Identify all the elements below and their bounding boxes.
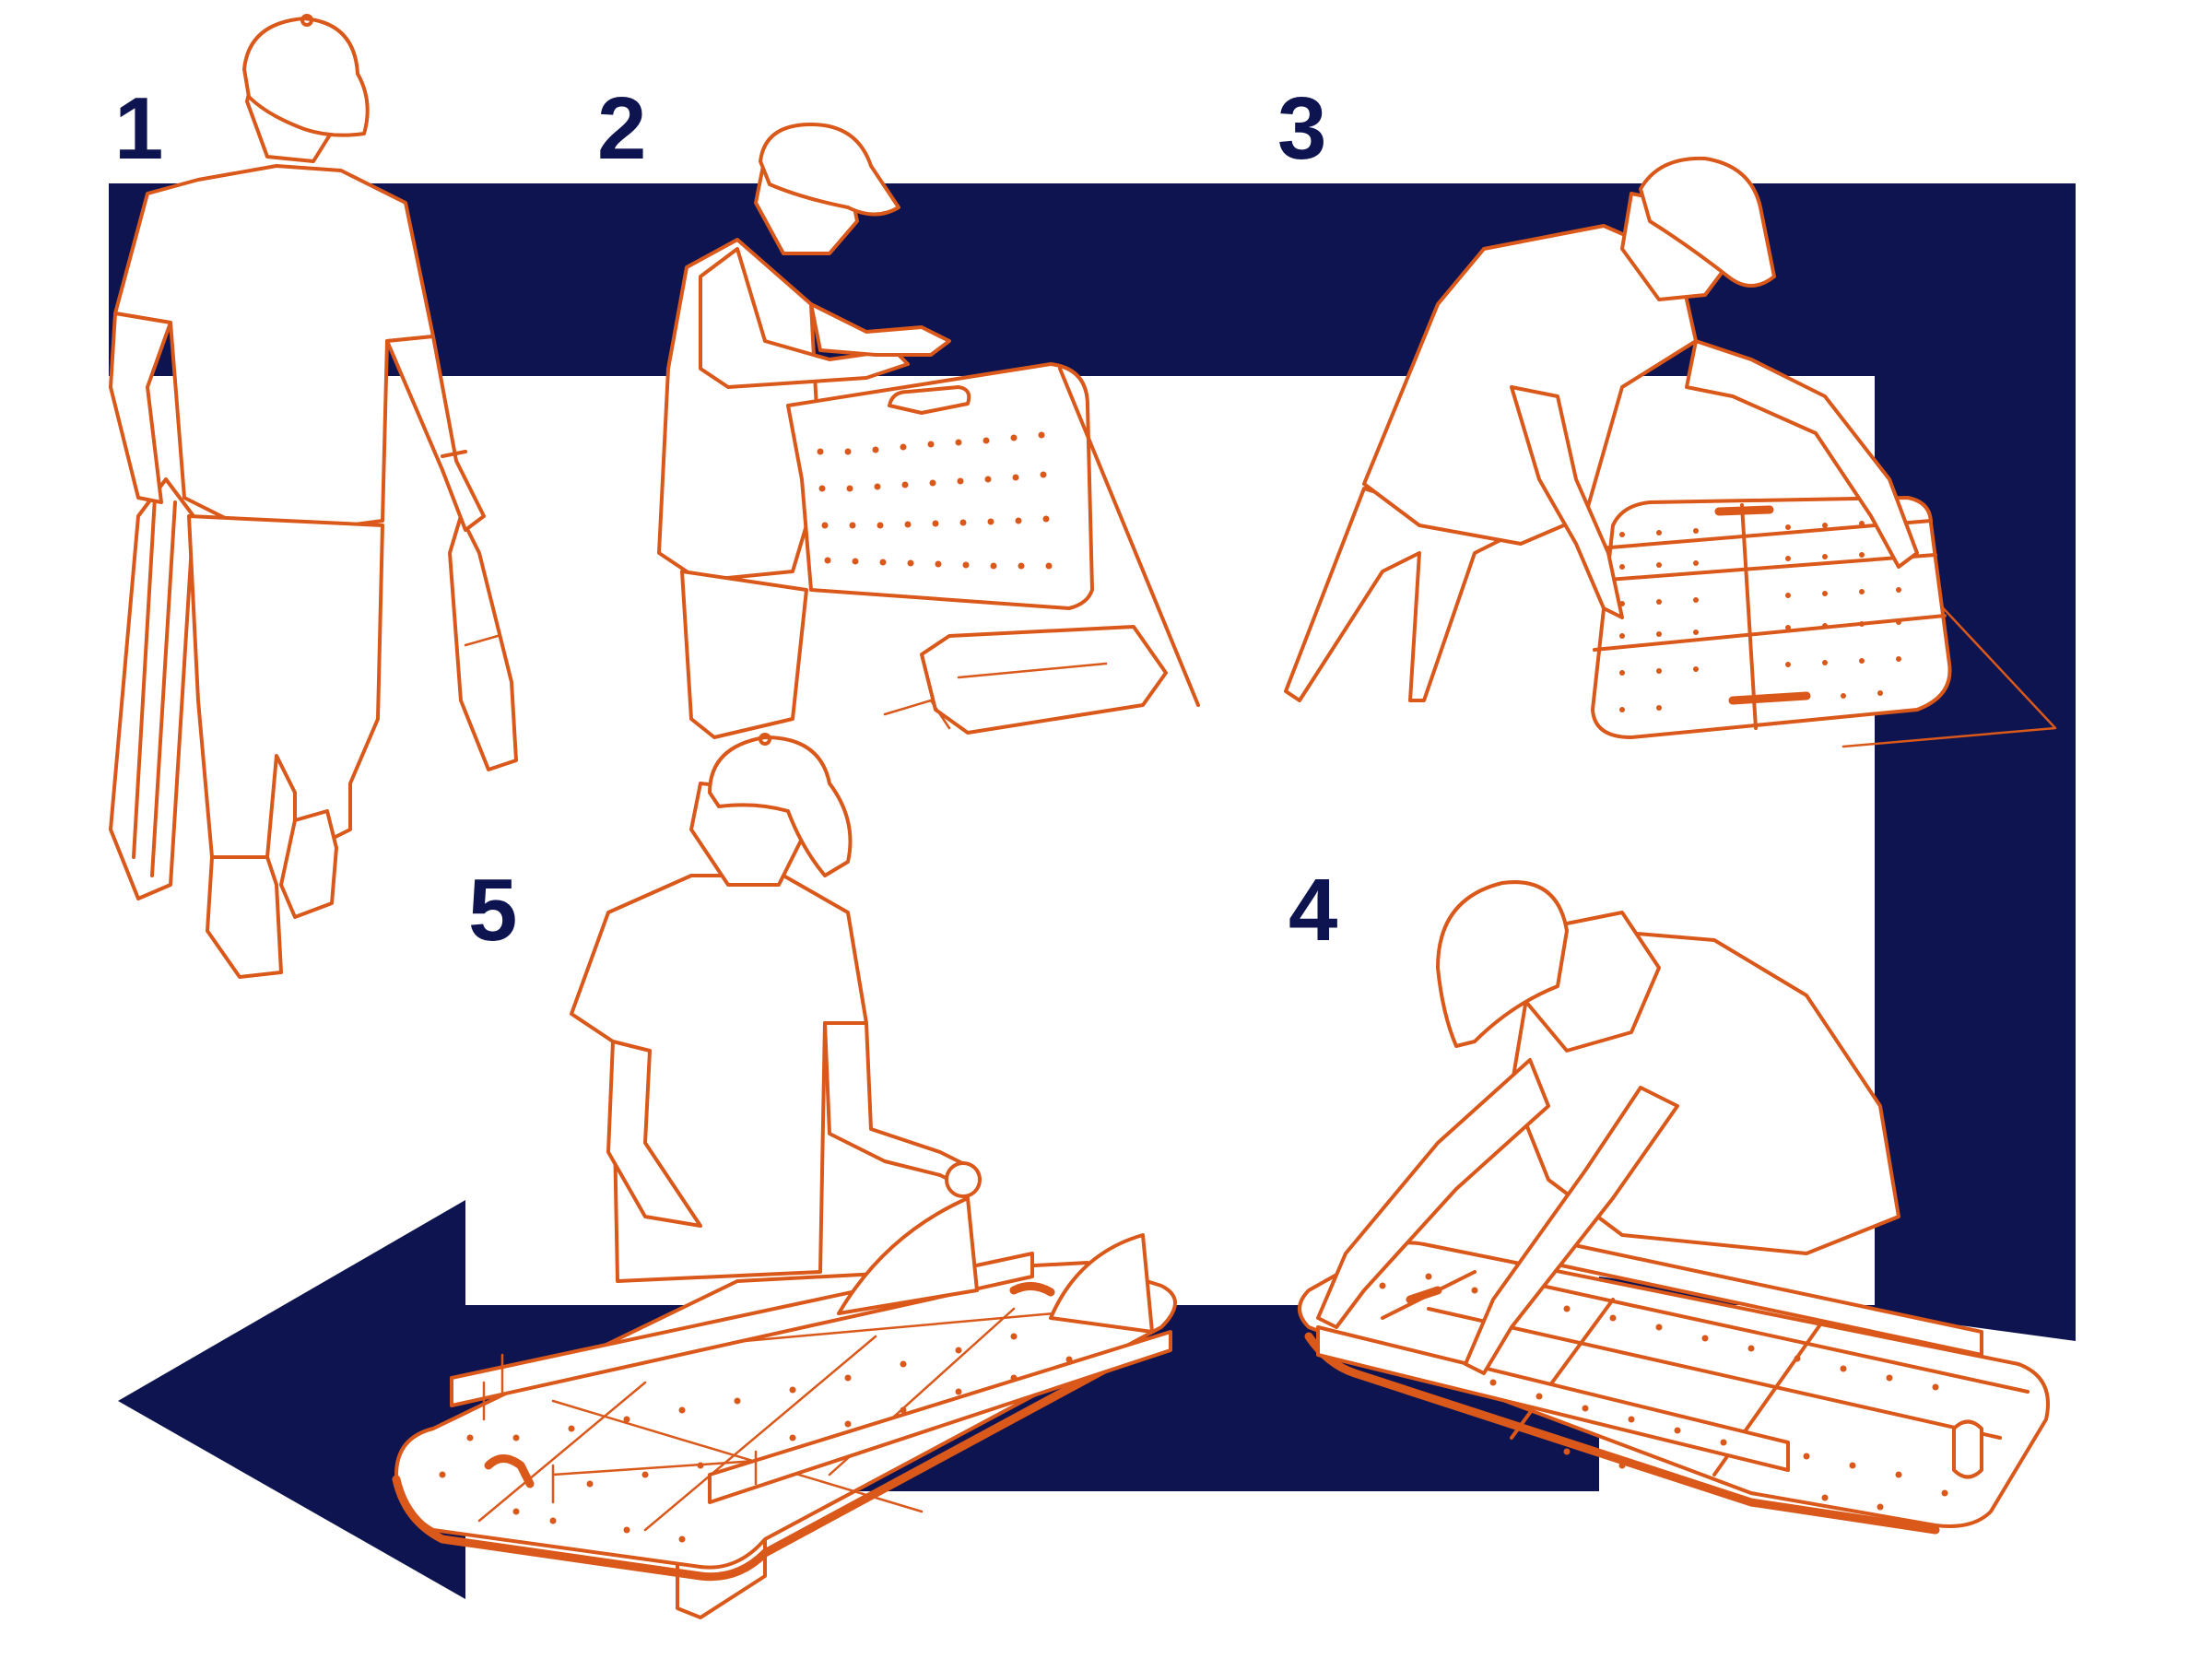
step-number-5: 5 [468, 861, 518, 959]
step-3-figure [1284, 156, 2057, 748]
pegboard-holes [439, 1333, 1073, 1543]
step-number-4: 4 [1288, 861, 1338, 959]
step-1-figure [109, 14, 518, 979]
step-number-2: 2 [597, 79, 647, 178]
pegboard-holes [1379, 1273, 1948, 1511]
step-4-figure [1298, 880, 2050, 1535]
step-number-1: 1 [114, 79, 164, 178]
step-number-3: 3 [1277, 79, 1327, 178]
step-5-figure [392, 733, 1177, 1619]
step-2-figure [657, 123, 1200, 739]
pegboard-holes [1619, 519, 1901, 712]
pegboard-holes [817, 431, 1053, 570]
